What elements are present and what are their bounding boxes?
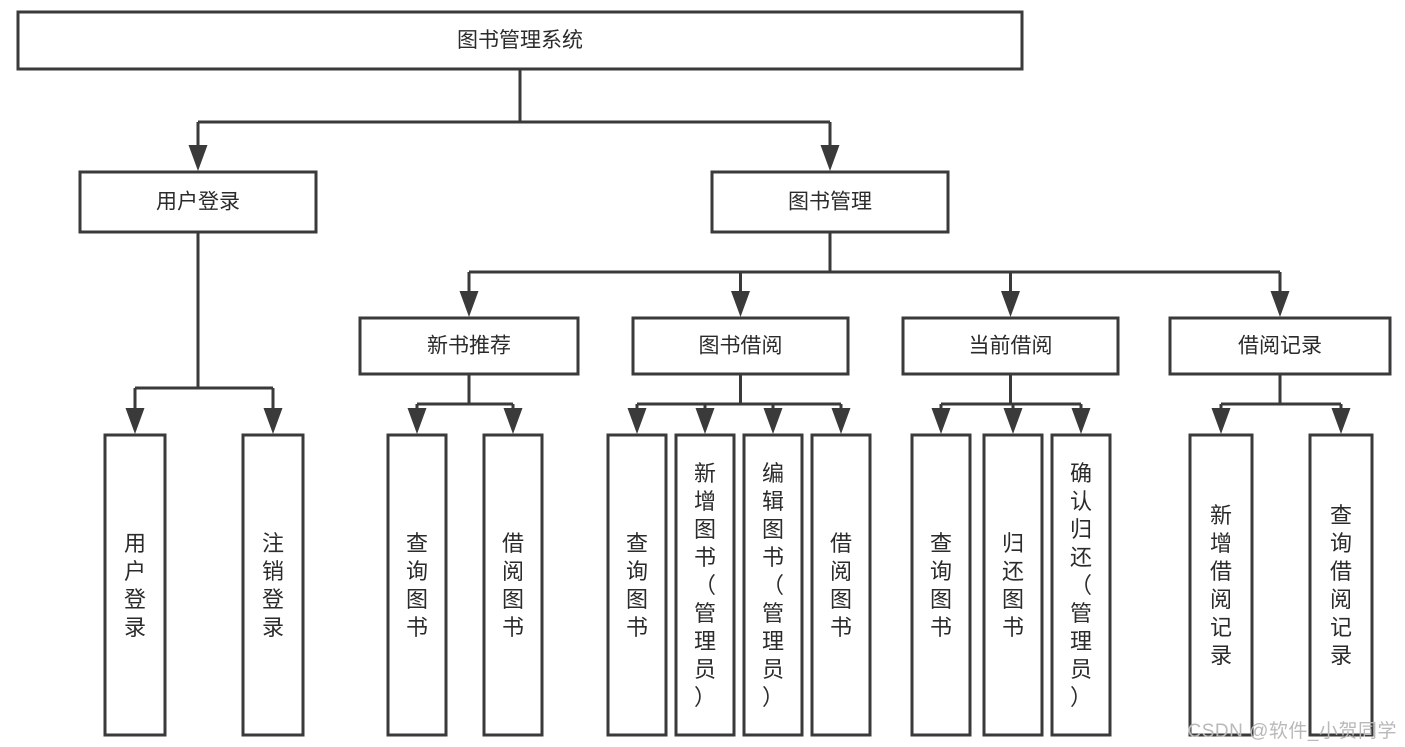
arrow-head-icon <box>820 145 840 171</box>
node-label: 归还图书 <box>1002 531 1024 640</box>
node-box[interactable] <box>103 433 167 737</box>
node-box[interactable] <box>901 316 1120 376</box>
arrow-head-icon <box>459 291 479 317</box>
node-box[interactable] <box>386 433 448 737</box>
node-label: 注销登录 <box>262 531 284 640</box>
connector-group-new-book-rec <box>407 374 523 434</box>
node-box[interactable] <box>78 170 318 234</box>
nodes-layer: 图书管理系统用户登录图书管理新书推荐图书借阅当前借阅借阅记录用户登录注销登录查询… <box>16 10 1392 737</box>
node-book-borrow[interactable]: 图书借阅 <box>631 316 850 376</box>
node-leaf-query-book-2[interactable]: 查询图书 <box>606 433 668 737</box>
arrow-head-icon <box>503 408 523 434</box>
arrow-head-icon <box>1071 408 1091 434</box>
node-leaf-user-login[interactable]: 用户登录 <box>103 433 167 737</box>
arrow-head-icon <box>627 408 647 434</box>
arrow-head-icon <box>125 408 145 434</box>
node-box[interactable] <box>482 433 544 737</box>
node-label: 用户登录 <box>124 531 146 640</box>
connector-group-book-manage <box>459 232 1290 317</box>
arrow-head-icon <box>731 291 750 317</box>
node-label: 借阅记录 <box>1238 335 1322 358</box>
node-book-manage[interactable]: 图书管理 <box>710 170 950 234</box>
node-leaf-borrow-book-2[interactable]: 借阅图书 <box>810 433 872 737</box>
node-borrow-record[interactable]: 借阅记录 <box>1168 316 1392 376</box>
node-label: 图书管理系统 <box>457 29 583 52</box>
node-label: 当前借阅 <box>969 335 1053 358</box>
node-label: 查询图书 <box>406 531 428 640</box>
arrow-head-icon <box>188 145 208 171</box>
connectors-layer <box>125 69 1351 434</box>
node-box[interactable] <box>16 10 1024 71</box>
node-box[interactable] <box>810 433 872 737</box>
node-leaf-query-book-1[interactable]: 查询图书 <box>386 433 448 737</box>
node-box[interactable] <box>1050 433 1112 737</box>
node-root[interactable]: 图书管理系统 <box>16 10 1024 71</box>
connector-group-book-borrow <box>627 374 851 434</box>
connector-group-borrow-record <box>1211 374 1351 434</box>
node-label: 图书借阅 <box>699 335 783 358</box>
arrow-head-icon <box>263 408 283 434</box>
connector-group-user-login <box>125 232 283 434</box>
node-label: 查询借阅记录 <box>1330 503 1352 668</box>
node-box[interactable] <box>710 170 950 234</box>
node-box[interactable] <box>241 433 305 737</box>
node-leaf-logout[interactable]: 注销登录 <box>241 433 305 737</box>
node-leaf-add-record[interactable]: 新增借阅记录 <box>1188 433 1254 737</box>
arrow-head-icon <box>763 408 783 434</box>
node-box[interactable] <box>910 433 972 737</box>
watermark-label: CSDN @软件_小贺同学 <box>1187 721 1397 742</box>
node-box[interactable] <box>606 433 668 737</box>
node-box[interactable] <box>674 433 736 737</box>
node-leaf-query-book-3[interactable]: 查询图书 <box>910 433 972 737</box>
node-label: 借阅图书 <box>502 531 524 640</box>
node-leaf-edit-book[interactable]: 编辑图书（管理员） <box>742 433 804 737</box>
arrow-head-icon <box>1003 408 1023 434</box>
node-label: 编辑图书（管理员） <box>762 461 784 710</box>
connector-group-root <box>188 69 840 171</box>
node-box[interactable] <box>1168 316 1392 376</box>
arrow-head-icon <box>931 408 951 434</box>
node-leaf-add-book[interactable]: 新增图书（管理员） <box>674 433 736 737</box>
arrow-head-icon <box>1270 291 1290 317</box>
arrow-head-icon <box>1331 408 1351 434</box>
node-current-borrow[interactable]: 当前借阅 <box>901 316 1120 376</box>
node-box[interactable] <box>1308 433 1374 737</box>
node-leaf-query-record[interactable]: 查询借阅记录 <box>1308 433 1374 737</box>
arrow-head-icon <box>407 408 427 434</box>
arrow-head-icon <box>1001 291 1020 317</box>
node-label: 新增图书（管理员） <box>694 461 716 710</box>
node-label: 图书管理 <box>788 191 872 214</box>
node-label: 新增借阅记录 <box>1210 503 1232 668</box>
node-box[interactable] <box>1188 433 1254 737</box>
node-new-book-rec[interactable]: 新书推荐 <box>358 316 580 376</box>
node-label: 用户登录 <box>156 191 240 214</box>
arrow-head-icon <box>695 408 715 434</box>
arrow-head-icon <box>1211 408 1231 434</box>
node-box[interactable] <box>358 316 580 376</box>
node-leaf-borrow-book-1[interactable]: 借阅图书 <box>482 433 544 737</box>
arrow-head-icon <box>831 408 851 434</box>
node-box[interactable] <box>982 433 1044 737</box>
node-leaf-return-book[interactable]: 归还图书 <box>982 433 1044 737</box>
node-label: 借阅图书 <box>830 531 852 640</box>
node-user-login[interactable]: 用户登录 <box>78 170 318 234</box>
node-box[interactable] <box>742 433 804 737</box>
node-leaf-confirm-return[interactable]: 确认归还（管理员） <box>1050 433 1112 737</box>
connector-group-current-borrow <box>931 374 1091 434</box>
node-label: 查询图书 <box>930 531 952 640</box>
node-box[interactable] <box>631 316 850 376</box>
node-label: 查询图书 <box>626 531 648 640</box>
node-label: 新书推荐 <box>427 335 511 358</box>
node-label: 确认归还（管理员） <box>1070 461 1092 710</box>
